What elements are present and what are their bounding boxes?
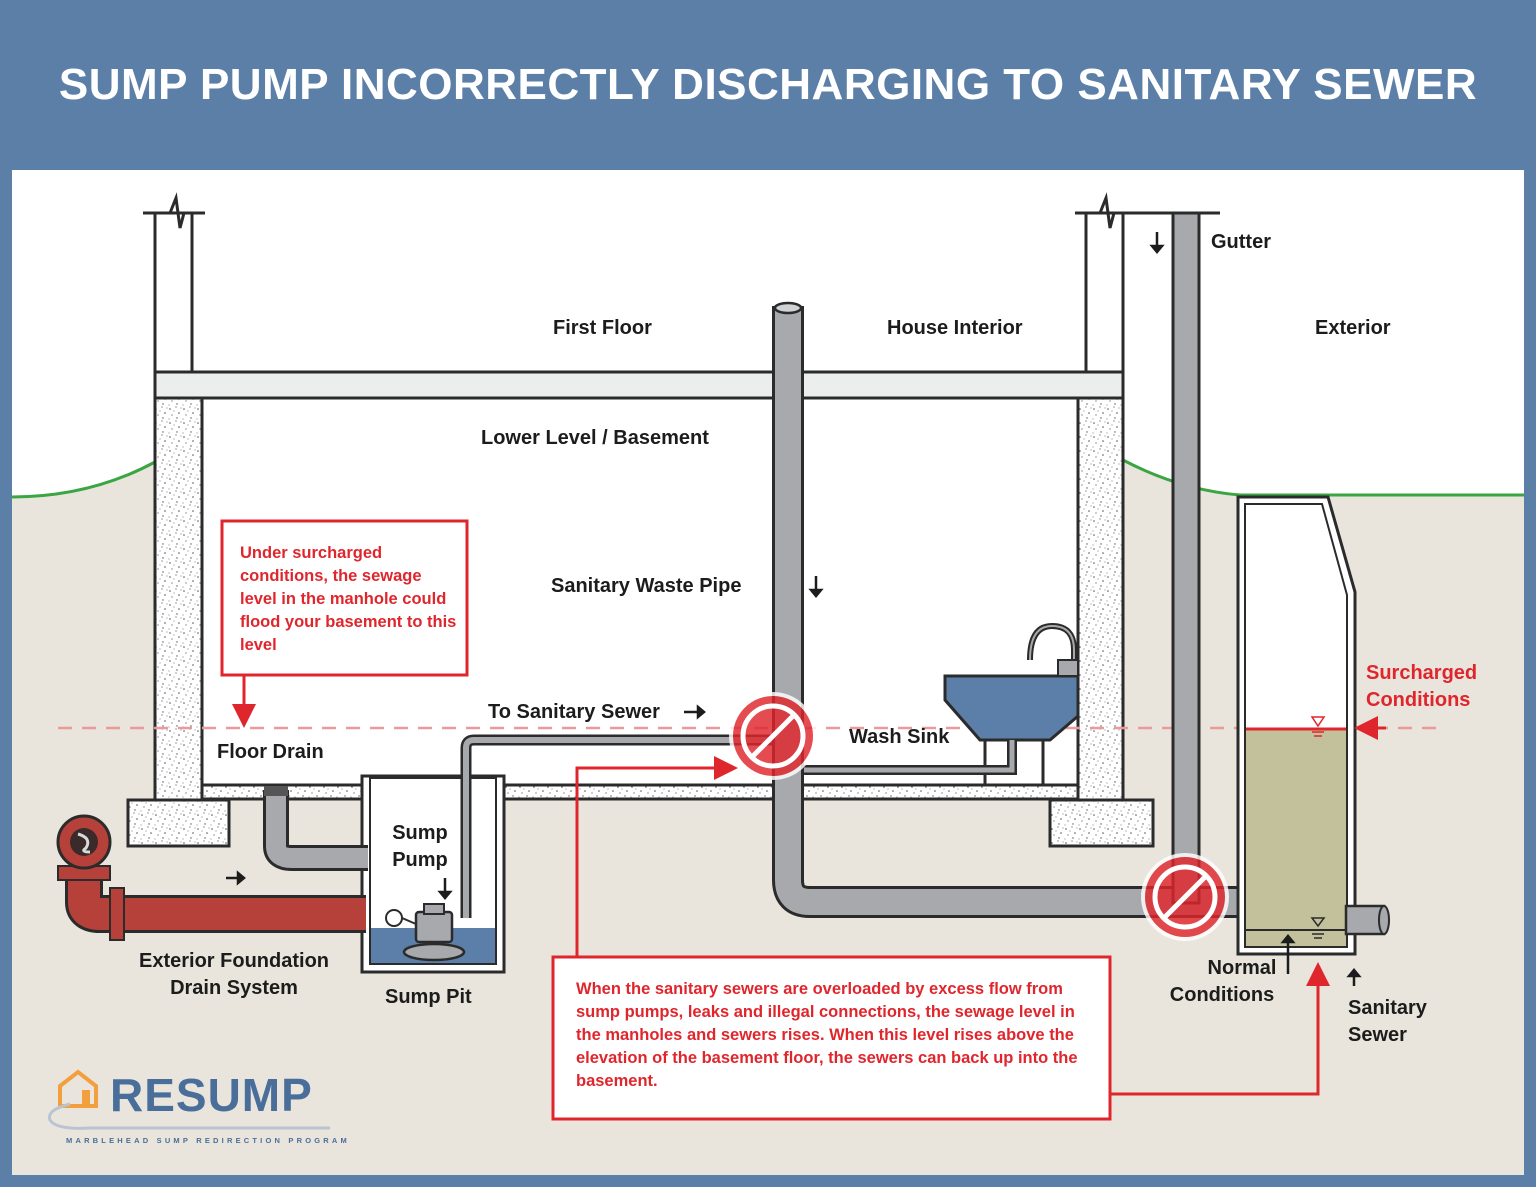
sanitary-sewer-line2: Sewer <box>1348 1024 1407 1046</box>
water-level-icon <box>1310 917 1326 939</box>
floor-drain-grate <box>264 786 288 796</box>
exterior-drain-pipe <box>56 814 366 941</box>
house-icon <box>47 1069 330 1130</box>
prohibited-icon <box>1141 853 1229 941</box>
sanitary-sewer-line1: Sanitary <box>1348 997 1427 1019</box>
logo-wordmark: RESUMP <box>110 1069 313 1121</box>
to-sanitary-sewer-label: To Sanitary Sewer <box>488 701 660 723</box>
surcharge-warning-note: Under surcharged conditions, the sewage … <box>240 544 457 654</box>
manhole-sewage <box>1246 729 1346 946</box>
normal-conditions-line1: Normal <box>1207 957 1277 979</box>
sump-pump-label-line1: Sump <box>392 822 448 844</box>
first-floor-slab <box>153 370 1125 400</box>
sump-pit-label: Sump Pit <box>385 986 472 1008</box>
flow-arrow-icon <box>226 232 1362 986</box>
foundation-walls <box>126 396 1155 848</box>
sump-pump <box>385 903 466 962</box>
prohibited-icon <box>729 692 817 780</box>
sump-discharge-pipe <box>463 737 790 918</box>
exterior-label: Exterior <box>1315 317 1391 339</box>
first-floor-label: First Floor <box>553 317 652 339</box>
sanitary-waste-pipe <box>772 301 1246 918</box>
wash-sink <box>800 622 1080 785</box>
surcharged-line2: Conditions <box>1366 689 1471 711</box>
basement-floor-slab <box>200 783 1080 801</box>
floor-drain-label: Floor Drain <box>217 741 324 763</box>
sump-pump-label: Sump Pump <box>384 822 456 872</box>
floor-drain-pipe <box>266 790 368 868</box>
logo-tagline: MARBLEHEAD SUMP REDIRECTION PROGRAM <box>66 1136 350 1145</box>
manhole <box>1236 495 1390 956</box>
exterior-foundation-label: Exterior Foundation Drain System <box>118 950 350 1000</box>
exterior-foundation-line1: Exterior Foundation <box>139 950 329 972</box>
sanitary-waste-pipe-label: Sanitary Waste Pipe <box>551 575 742 597</box>
lower-level-label: Lower Level / Basement <box>481 427 709 449</box>
water-level-icon <box>1310 716 1326 737</box>
gutter-downspout <box>1171 211 1201 905</box>
sump-pump-label-line2: Pump <box>392 849 448 871</box>
gutter-label: Gutter <box>1211 231 1271 253</box>
exterior-foundation-line2: Drain System <box>170 977 298 999</box>
wash-sink-label: Wash Sink <box>849 726 950 748</box>
surcharged-line1: Surcharged <box>1366 662 1478 684</box>
overload-callout-box <box>551 955 1112 1121</box>
sanitary-sewer-label: Sanitary Sewer <box>1348 997 1427 1047</box>
house-interior-label: House Interior <box>887 317 1023 339</box>
overload-explanation-note: When the sanitary sewers are overloaded … <box>576 980 1078 1090</box>
surcharge-callout-box <box>220 519 469 677</box>
normal-conditions-label: Normal Conditions <box>1158 957 1286 1007</box>
grass-left <box>11 460 156 499</box>
page-title: SUMP PUMP INCORRECTLY DISCHARGING TO SAN… <box>58 60 1478 109</box>
normal-conditions-line2: Conditions <box>1169 984 1275 1006</box>
surcharged-conditions-label: Surcharged Conditions <box>1366 662 1477 712</box>
